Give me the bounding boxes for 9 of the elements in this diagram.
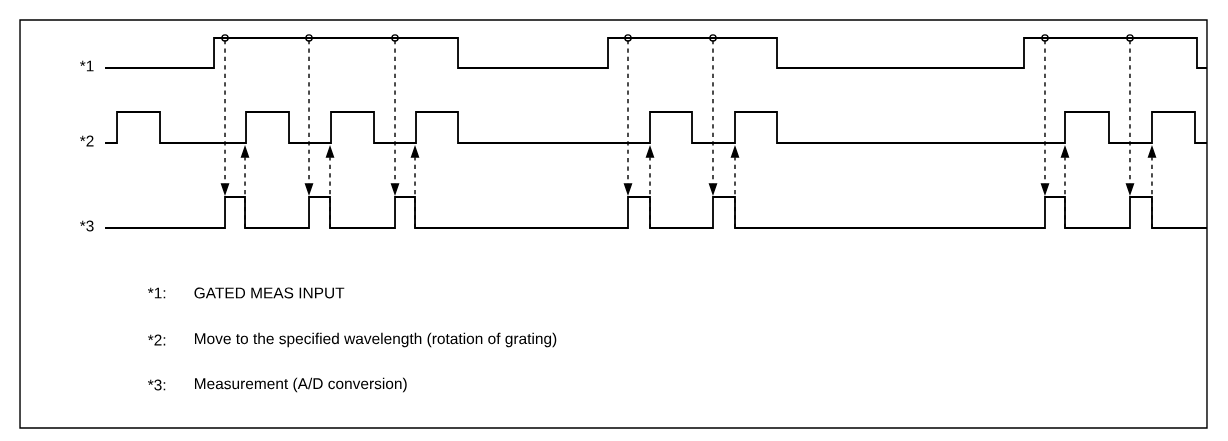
note-text: GATED MEAS INPUT: [194, 287, 345, 299]
note-number: *2:: [147, 334, 166, 346]
note-text: Measurement (A/D conversion): [195, 377, 407, 393]
note-text: Move to the specified wavelength (rotation of grating): [195, 332, 557, 348]
signal-label: *1: [79, 60, 94, 72]
note-number: *1:: [147, 287, 166, 299]
signal-label: *2: [79, 135, 94, 147]
signal-label: *3: [79, 220, 94, 232]
note-number: *3:: [147, 379, 166, 391]
